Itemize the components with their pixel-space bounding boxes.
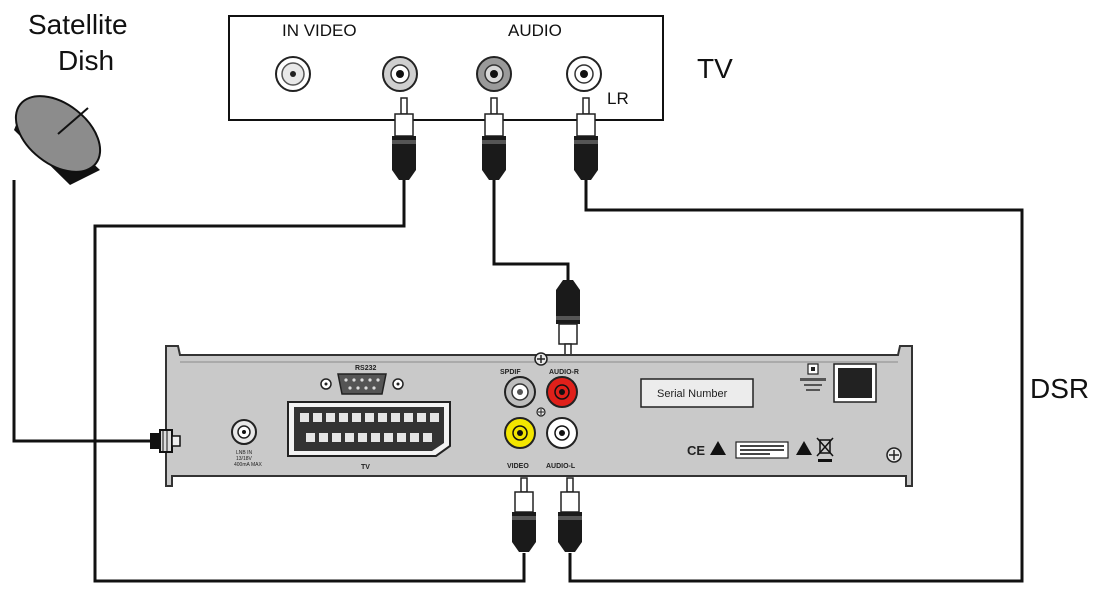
video-cable [93, 178, 526, 583]
serial-number-label: Serial Number [657, 388, 728, 400]
rating-label [735, 441, 789, 459]
tv-rf-jack [275, 56, 311, 92]
video-label: VIDEO [507, 463, 529, 470]
tv-back-panel: IN VIDEO AUDIO LR [228, 15, 664, 121]
tv-lr-label: LR [607, 89, 629, 108]
lnb-cable-plug [150, 429, 181, 453]
rca-plug-receiver-audio-l [558, 477, 582, 552]
tv-video-in-jack [382, 56, 418, 92]
tv-audio-left-jack [476, 56, 512, 92]
rca-plug-tv-audio-left [482, 97, 506, 180]
lnb-in-sub1: 13/18V [236, 456, 253, 462]
tv-label: TV [697, 53, 733, 84]
rs232-label: RS232 [355, 365, 377, 372]
lnb-in-label: LNB IN [236, 450, 253, 456]
spdif-label: SPDIF [500, 369, 521, 376]
optical-port [800, 363, 826, 391]
weee-bin-icon [816, 437, 834, 462]
ce-mark: CE [687, 443, 705, 458]
scart-tv-label: TV [361, 464, 370, 471]
rca-plug-receiver-video [512, 477, 536, 552]
audio-r-label: AUDIO-R [549, 369, 579, 376]
tv-in-video-label: IN VIDEO [282, 21, 357, 40]
dsr-label: DSR [1030, 373, 1089, 404]
serial-number-box: Serial Number [640, 378, 754, 408]
scart-tv-port: TV [287, 401, 451, 471]
rca-plug-receiver-audio-r [556, 280, 580, 359]
power-socket [833, 363, 877, 403]
lnb-in-connector: LNB IN 13/18V 400mA MAX [231, 419, 262, 468]
satellite-dish-label-line2: Dish [58, 45, 114, 76]
warning-triangle-icon-2 [796, 441, 812, 455]
audio-r-cable [492, 178, 570, 280]
audio-r-jack [546, 376, 578, 408]
spdif-jack [504, 376, 536, 408]
screw-icon-right [886, 447, 902, 463]
screw-icon [534, 352, 548, 366]
tv-audio-label: AUDIO [508, 21, 562, 40]
satellite-dish-icon [14, 95, 102, 185]
lnb-in-sub2: 400mA MAX [234, 462, 262, 468]
video-out-jack [504, 417, 536, 449]
rca-plug-tv-video [392, 97, 416, 180]
audio-l-jack [546, 417, 578, 449]
satellite-dish-label: Satellite [28, 9, 128, 40]
audio-l-label: AUDIO-L [546, 463, 576, 470]
lnb-cable [12, 180, 154, 443]
screw-icon-mid [536, 407, 546, 417]
rs232-port: RS232 [320, 365, 404, 395]
receiver-back-panel: LNB IN 13/18V 400mA MAX RS232 [150, 345, 913, 487]
audio-l-cable [568, 178, 1024, 583]
warning-triangle-icon [710, 441, 726, 455]
rca-plug-tv-audio-right [574, 97, 598, 180]
tv-audio-right-jack [566, 56, 602, 92]
